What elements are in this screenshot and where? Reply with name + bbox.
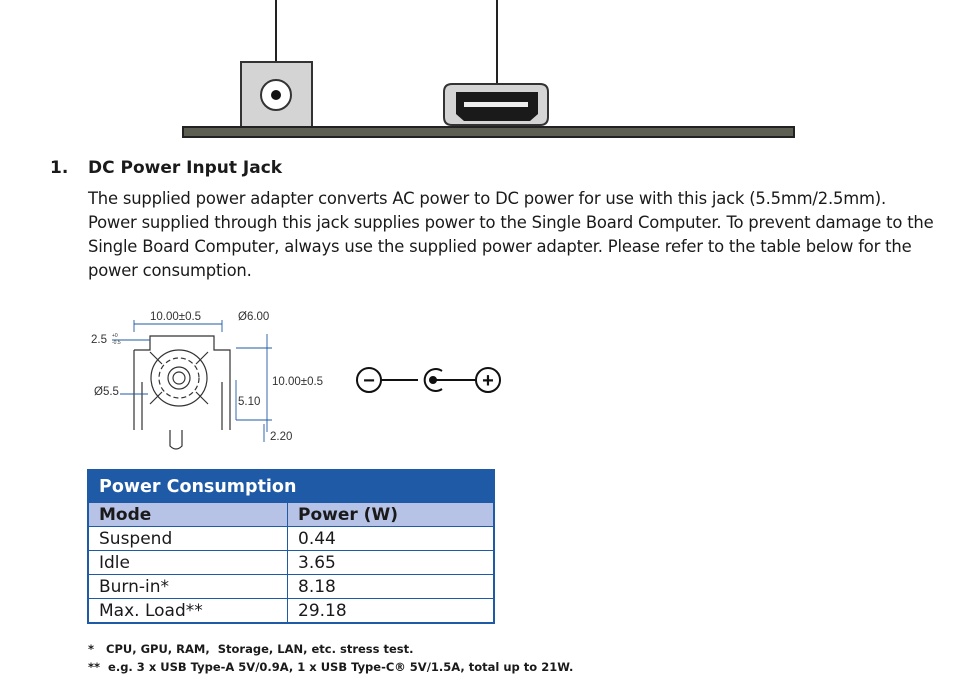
table-row: Max. Load** 29.18	[88, 598, 494, 623]
hdmi-tongue	[464, 102, 528, 107]
table-row: Burn-in* 8.18	[88, 574, 494, 599]
power-consumption-table: Power Consumption Mode Power (W) Suspend…	[87, 469, 495, 624]
dim-width-top: 10.00±0.5	[150, 311, 201, 323]
polarity-negative-sign: −	[363, 370, 375, 392]
dim-hole: Ø6.00	[238, 311, 269, 323]
dc-jack-dimension-drawing: 10.00±0.5 Ø6.00 2.5 +0 -0.5 Ø5.5 10.00±0…	[91, 311, 501, 450]
dimension-lines	[112, 320, 272, 442]
board-connector-illustration	[182, 0, 795, 138]
dim-height: 10.00±0.5	[272, 376, 323, 388]
mode-cell: Max. Load**	[88, 598, 288, 623]
header-mode: Mode	[88, 502, 288, 527]
header-power: Power (W)	[287, 502, 494, 527]
section-title: DC Power Input Jack	[88, 158, 283, 178]
dim-pin-tol-minus: -0.5	[112, 340, 121, 346]
section-description: The supplied power adapter converts AC p…	[88, 189, 934, 280]
section-number: 1.	[50, 158, 69, 178]
dim-center: 5.10	[238, 396, 260, 408]
footnote-stress-test: * CPU, GPU, RAM, Storage, LAN, etc. stre…	[88, 642, 414, 656]
mode-cell: Idle	[88, 550, 288, 575]
dc-jack-pin	[271, 90, 281, 100]
dim-outer: Ø5.5	[94, 386, 119, 398]
mode-cell: Burn-in*	[88, 574, 288, 599]
table-title: Power Consumption	[88, 469, 494, 503]
dim-pin: 2.5	[91, 334, 107, 346]
pcb-board	[182, 126, 795, 138]
jack-front-outline	[133, 335, 231, 450]
table-row: Suspend 0.44	[88, 526, 494, 551]
table-header-row: Mode Power (W)	[88, 502, 494, 527]
footnote-max-load: ** e.g. 3 x USB Type-A 5V/0.9A, 1 x USB …	[88, 660, 574, 674]
power-cell: 0.44	[287, 526, 494, 551]
power-cell: 29.18	[287, 598, 494, 623]
dim-pin-tol-plus: +0	[112, 333, 118, 339]
power-cell: 8.18	[287, 574, 494, 599]
table-row: Idle 3.65	[88, 550, 494, 575]
mode-cell: Suspend	[88, 526, 288, 551]
power-cell: 3.65	[287, 550, 494, 575]
table-title-row: Power Consumption	[88, 469, 494, 503]
dim-bottom: 2.20	[270, 431, 292, 443]
polarity-positive-sign: +	[482, 370, 494, 392]
polarity-symbol	[356, 367, 501, 393]
